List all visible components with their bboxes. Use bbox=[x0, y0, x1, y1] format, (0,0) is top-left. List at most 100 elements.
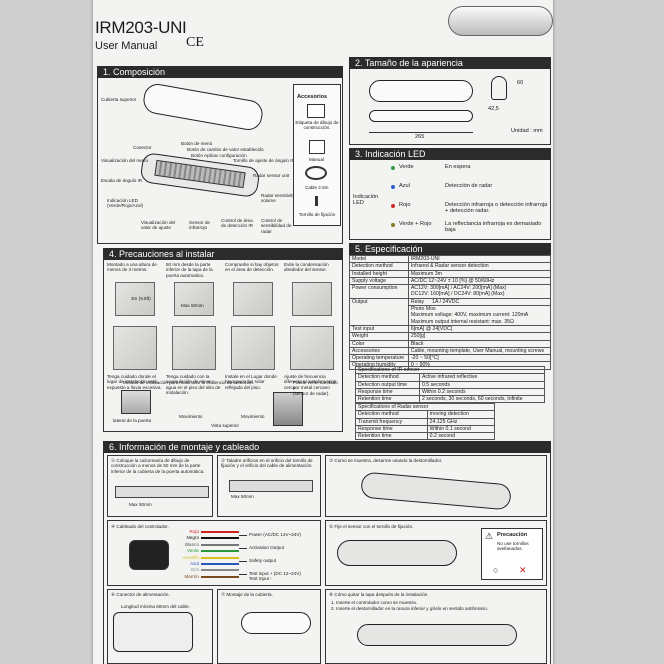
step3-text: ③ Como se muestra, desarme usando la des… bbox=[329, 458, 443, 463]
wire-color-label: Amarillo bbox=[182, 554, 199, 560]
accessory-label: Etiqueta de dibujo de construcción. bbox=[295, 120, 339, 131]
subspec-title: Specifications of Radar sensor bbox=[355, 402, 495, 412]
step4-cell bbox=[107, 520, 321, 586]
spec-value: 0.5 seconds bbox=[418, 380, 546, 389]
label-menu-button: Botón de menú bbox=[181, 141, 213, 146]
section-precautions-title: 4. Precauciones al instalar bbox=[103, 248, 343, 260]
subtitle: User Manual bbox=[95, 40, 158, 52]
spec-key: Response time bbox=[355, 424, 428, 434]
label-sheet-icon bbox=[307, 104, 325, 118]
label-menu-display: Visualización del menú bbox=[101, 158, 148, 163]
spec-value: Black bbox=[407, 339, 552, 348]
step7-cover-drawing bbox=[241, 612, 311, 634]
spec-value: 6[mA] @ 24[VDC] bbox=[407, 324, 552, 334]
lateral-label: lateral de la puerta bbox=[113, 418, 152, 423]
precaution-text: Ajuste de frecuencia diferente al instal… bbox=[284, 374, 337, 390]
precautions-panel bbox=[103, 260, 343, 432]
movement-2: Movimiento bbox=[241, 414, 265, 419]
wire-color-label: Blanco bbox=[184, 541, 199, 547]
precaution-text: Montado a una altura de menos de 3 metro… bbox=[107, 262, 157, 273]
door-header-2 bbox=[229, 480, 313, 492]
mounting-panel bbox=[103, 453, 551, 664]
model-title: IRM203-UNI bbox=[95, 18, 187, 37]
metal-note: Puede verse afectado por metal cercano (… bbox=[293, 380, 338, 396]
warning-icon: ⚠ bbox=[485, 531, 494, 541]
precaution-illustration bbox=[233, 282, 273, 316]
wire-color-label: Azul bbox=[190, 561, 199, 566]
step5-cell bbox=[325, 520, 547, 586]
output-label: Activation Output bbox=[249, 545, 284, 550]
bracket-line bbox=[239, 548, 247, 549]
cable-bundle bbox=[129, 540, 169, 570]
spec-value: AC/DC 12~24V ± 10 [%] @ 50/60Hz bbox=[407, 276, 552, 286]
step5-text: ⑤ Fije el sensor con el tornillo de fija… bbox=[329, 524, 414, 529]
wire-line bbox=[201, 543, 239, 546]
precaution-text: Tenga cuidado con la acumulación de niev… bbox=[166, 374, 221, 396]
spec-key: Model bbox=[349, 254, 409, 264]
led-dot bbox=[391, 223, 395, 227]
wire-color-label: Verde bbox=[186, 548, 199, 554]
step2-text: ② Taladre orificios en el orificio del t… bbox=[221, 458, 313, 469]
spec-value: 250[g] bbox=[407, 332, 552, 341]
spec-value: Active infrared reflective bbox=[418, 373, 546, 382]
led-color: Rojo bbox=[399, 202, 411, 208]
led-color: Verde + Rojo bbox=[399, 221, 432, 227]
step1-text: ① Coloque la calcomanía de dibujo de con… bbox=[111, 458, 205, 474]
spec-key: Operating temperature bbox=[349, 354, 409, 363]
spec-row: Operating temperature-20 ~ 50[°C] bbox=[349, 354, 552, 363]
label-radar-ctrl: Control de sensibilidad de radar bbox=[261, 218, 292, 234]
led-table bbox=[349, 160, 551, 240]
spec-value: Maximum 3m bbox=[407, 269, 552, 278]
accessories-title: Accesorios bbox=[297, 94, 328, 100]
spec-key: Test input bbox=[349, 324, 409, 334]
subspec-title: Specifications of IR sensor bbox=[355, 365, 545, 375]
label-ir-area: Control de área de detección IR bbox=[221, 218, 253, 229]
led-dot bbox=[391, 204, 395, 208]
label-radar: Radar sensor unit bbox=[253, 173, 290, 178]
led-color: Verde bbox=[399, 164, 414, 170]
led-meaning: En espera bbox=[445, 164, 471, 170]
step8-text: ⑧ Cómo quitar la tapa después de la inst… bbox=[329, 592, 429, 597]
wire-line bbox=[201, 537, 239, 540]
precaution-illustration bbox=[231, 326, 275, 370]
spec-value: IRM203-UNI bbox=[407, 254, 552, 264]
precaution-text: Instale en el Lugar donde haya poca luz … bbox=[225, 374, 277, 390]
screw-icon bbox=[315, 196, 318, 206]
remove-step2: 2. Inserte el destornillador en la ranur… bbox=[331, 606, 489, 611]
precaution-illustration bbox=[115, 282, 155, 316]
precaution-text: Evite la condensación alrededor del sens… bbox=[284, 262, 329, 273]
bracket-line bbox=[239, 574, 247, 575]
label-ir-scale: Escala de ángulo IR bbox=[101, 178, 143, 183]
spec-key: Power consumption bbox=[349, 284, 409, 299]
spec-key: Detection method bbox=[355, 373, 420, 382]
precaution-illustration bbox=[172, 326, 216, 370]
precaution-illustration bbox=[292, 282, 332, 316]
section-size-title: 2. Tamaño de la apariencia bbox=[349, 57, 551, 69]
unit-label: Unidad : mm bbox=[511, 128, 543, 134]
ok-icon: ○ bbox=[493, 565, 499, 575]
spec-value: 0.2 second bbox=[426, 432, 496, 441]
spec-value: Cable, mounting template, User Manual, m… bbox=[407, 346, 552, 356]
manual-icon bbox=[309, 140, 325, 154]
label-apply-button: Botón Aplicar configuración bbox=[191, 153, 247, 158]
step8-sensor-drawing bbox=[357, 624, 517, 646]
step2-cell bbox=[217, 455, 321, 517]
top-view-label: Vista superior bbox=[211, 423, 240, 428]
label-value-display: Visualización del valor de ajuste bbox=[141, 220, 176, 231]
size-front-view bbox=[369, 80, 473, 102]
size-panel bbox=[349, 69, 551, 145]
precaution-illustration bbox=[174, 282, 214, 316]
label-cover: Cubierta superior bbox=[101, 97, 137, 102]
